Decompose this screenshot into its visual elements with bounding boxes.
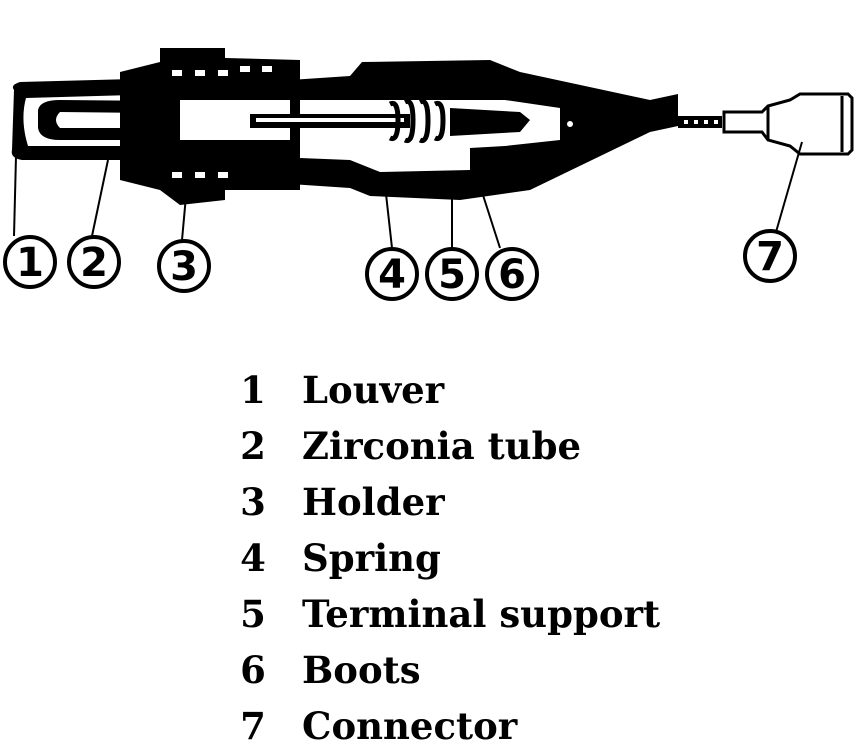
callout-number: 2 bbox=[80, 240, 108, 286]
callout-3: 3 bbox=[157, 239, 211, 293]
callout-6: 6 bbox=[485, 247, 539, 301]
connector bbox=[722, 92, 854, 156]
boots bbox=[450, 108, 530, 136]
legend-item: 7 Connector bbox=[230, 698, 670, 754]
boots-dots bbox=[537, 115, 573, 127]
callout-1: 1 bbox=[3, 235, 57, 289]
callout-5: 5 bbox=[425, 247, 479, 301]
callout-number: 4 bbox=[378, 252, 406, 298]
legend-item: 4 Spring bbox=[230, 530, 670, 586]
legend-label: Connector bbox=[302, 704, 518, 748]
legend-label: Spring bbox=[302, 536, 441, 580]
lead-wire bbox=[678, 116, 722, 128]
lead-wire-dots bbox=[684, 120, 718, 124]
legend-number: 4 bbox=[240, 536, 266, 580]
leader-lines bbox=[13, 141, 803, 250]
legend-label: Boots bbox=[302, 648, 421, 692]
callout-2: 2 bbox=[67, 235, 121, 289]
callout-7: 7 bbox=[743, 229, 797, 283]
callout-number: 7 bbox=[756, 234, 784, 280]
legend-item: 2 Zirconia tube bbox=[230, 418, 670, 474]
callout-number: 5 bbox=[438, 252, 466, 298]
legend-number: 7 bbox=[240, 704, 266, 748]
legend-number: 1 bbox=[240, 368, 266, 412]
legend-label: Zirconia tube bbox=[302, 424, 581, 468]
legend-item: 6 Boots bbox=[230, 642, 670, 698]
legend-label: Louver bbox=[302, 368, 445, 412]
holder-threads bbox=[172, 66, 272, 178]
legend-item: 3 Holder bbox=[230, 474, 670, 530]
legend-number: 6 bbox=[240, 648, 266, 692]
center-rod-highlight bbox=[256, 118, 404, 122]
sensor-body bbox=[11, 48, 854, 205]
callout-number: 3 bbox=[170, 244, 198, 290]
callout-4: 4 bbox=[365, 247, 419, 301]
legend-number: 2 bbox=[240, 424, 266, 468]
legend-label: Terminal support bbox=[302, 592, 661, 636]
legend-number: 3 bbox=[240, 480, 266, 524]
parts-legend: 1 Louver 2 Zirconia tube 3 Holder 4 Spri… bbox=[230, 362, 670, 754]
legend-number: 5 bbox=[240, 592, 266, 636]
legend-item: 1 Louver bbox=[230, 362, 670, 418]
callout-number: 6 bbox=[498, 252, 526, 298]
callout-number: 1 bbox=[16, 240, 44, 286]
spring bbox=[388, 98, 446, 144]
legend-label: Holder bbox=[302, 480, 445, 524]
legend-item: 5 Terminal support bbox=[230, 586, 670, 642]
